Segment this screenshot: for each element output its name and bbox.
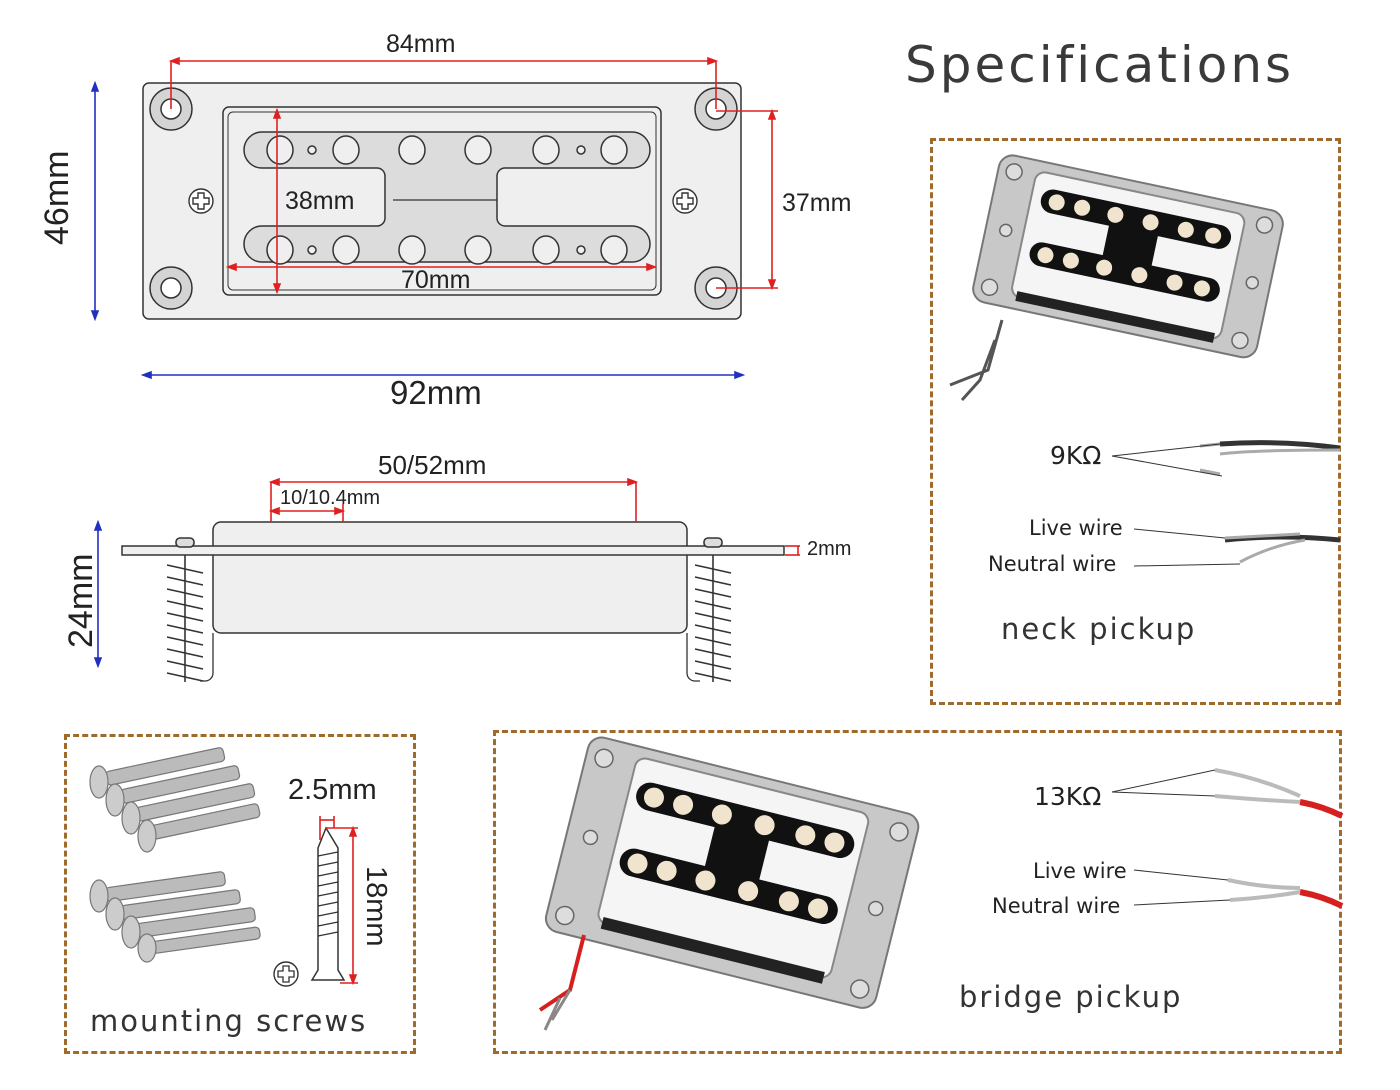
dim-overall-height: 46mm bbox=[38, 150, 76, 245]
pole-pieces-bottom-row bbox=[266, 235, 628, 265]
dim-cover-width: 70mm bbox=[401, 266, 471, 294]
screws-photo bbox=[89, 747, 261, 963]
mounting-ring-side bbox=[121, 545, 785, 556]
dim-cover-height: 38mm bbox=[285, 187, 355, 215]
side-view-diagram bbox=[93, 477, 800, 682]
neck-resistance: 9KΩ bbox=[1050, 441, 1102, 470]
screw-diagram bbox=[273, 816, 358, 987]
dim-screw-diameter: 2.5mm bbox=[288, 774, 377, 806]
bridge-wires bbox=[1111, 768, 1344, 909]
pole-pieces-top-row bbox=[266, 135, 628, 165]
dim-mount-hole-spacing: 84mm bbox=[386, 30, 456, 58]
dim-screw-length: 18mm bbox=[360, 866, 392, 947]
blue-dimension-line-side bbox=[93, 519, 103, 669]
cover-side-outline bbox=[212, 521, 688, 634]
height-spring-right bbox=[694, 537, 732, 682]
dim-pole-offset: 10/10.4mm bbox=[280, 487, 381, 509]
neck-live-wire-label: Live wire bbox=[1029, 516, 1123, 540]
neck-neutral-wire-label: Neutral wire bbox=[988, 552, 1117, 576]
top-view-diagram bbox=[90, 56, 778, 380]
phillips-screw-icon bbox=[188, 188, 698, 214]
dim-overall-width: 92mm bbox=[390, 374, 482, 411]
dim-ring-thickness: 2mm bbox=[807, 538, 852, 560]
page-title: Specifications bbox=[905, 36, 1295, 94]
neck-pickup-caption: neck pickup bbox=[1001, 612, 1197, 646]
bridge-pickup-panel bbox=[493, 730, 1342, 1054]
bridge-live-wire-label: Live wire bbox=[1033, 859, 1127, 883]
mounting-screws-panel bbox=[64, 734, 416, 1054]
bridge-neutral-wire-label: Neutral wire bbox=[992, 894, 1121, 918]
dim-cover-length: 50/52mm bbox=[378, 450, 487, 480]
mounting-screws-caption: mounting screws bbox=[90, 1004, 368, 1038]
neck-pickup-panel bbox=[930, 138, 1341, 705]
red-dimension-lines bbox=[168, 56, 778, 295]
neck-wires bbox=[1111, 440, 1341, 567]
red-dimension-lines-side bbox=[268, 477, 800, 556]
dim-mount-hole-vertical: 37mm bbox=[782, 189, 852, 217]
neck-pickup-photo bbox=[949, 154, 1284, 402]
bridge-pickup-caption: bridge pickup bbox=[959, 980, 1183, 1014]
dim-overall-depth: 24mm bbox=[62, 553, 100, 648]
bridge-pickup-photo bbox=[538, 736, 920, 1031]
bridge-resistance: 13KΩ bbox=[1034, 782, 1102, 811]
blue-dimension-lines bbox=[90, 80, 746, 380]
height-spring-left bbox=[166, 537, 204, 682]
